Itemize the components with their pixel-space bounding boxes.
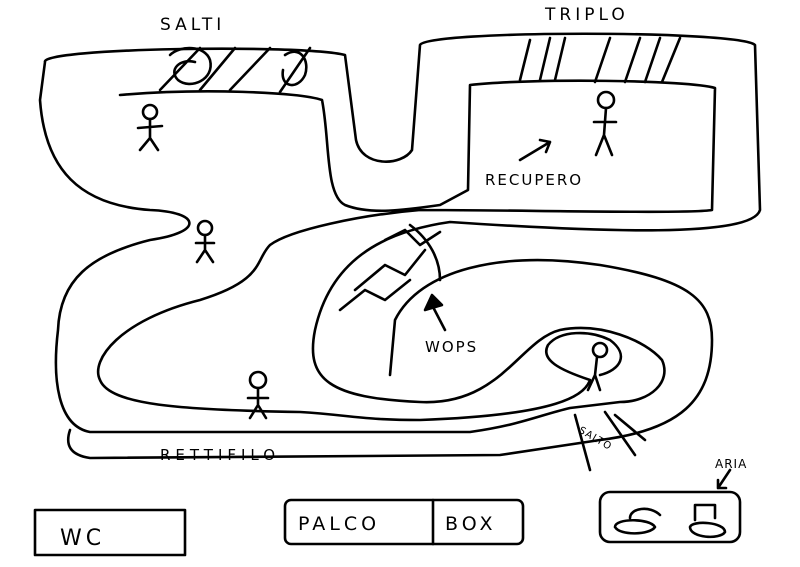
salti-jump-2 bbox=[228, 46, 312, 94]
recupero-arrow bbox=[518, 138, 552, 162]
label-wops: WOPS bbox=[425, 338, 478, 356]
aria-cloud-icon bbox=[613, 503, 727, 539]
salti-jump-1 bbox=[158, 46, 237, 92]
hill-whoops bbox=[338, 223, 442, 312]
label-aria: ARIA bbox=[715, 457, 747, 471]
label-salti: SALTI bbox=[160, 15, 225, 35]
track-outer-edge bbox=[38, 32, 762, 434]
wops-arrow-icon bbox=[423, 293, 447, 332]
aria-arrow bbox=[716, 468, 732, 490]
label-triplo: TRIPLO bbox=[544, 5, 629, 25]
rider-figure bbox=[246, 370, 270, 420]
track-inner-edge bbox=[96, 79, 717, 422]
rider-figure bbox=[194, 219, 216, 264]
label-rettifilo: RETTIFILO bbox=[160, 446, 280, 464]
rider-figure bbox=[586, 341, 609, 392]
aria-area bbox=[598, 490, 742, 544]
rider-figure bbox=[592, 90, 618, 157]
palco-box-building bbox=[283, 498, 525, 546]
salto-ramp bbox=[573, 410, 647, 472]
rider-figure bbox=[136, 103, 164, 152]
label-wc: WC bbox=[60, 526, 105, 551]
triplo-jumps bbox=[518, 36, 682, 84]
label-box: BOX bbox=[445, 513, 496, 535]
track-inner-curve bbox=[66, 258, 714, 460]
label-palco: PALCO bbox=[298, 513, 380, 535]
wc-building bbox=[33, 508, 187, 557]
label-recupero: RECUPERO bbox=[485, 171, 583, 189]
